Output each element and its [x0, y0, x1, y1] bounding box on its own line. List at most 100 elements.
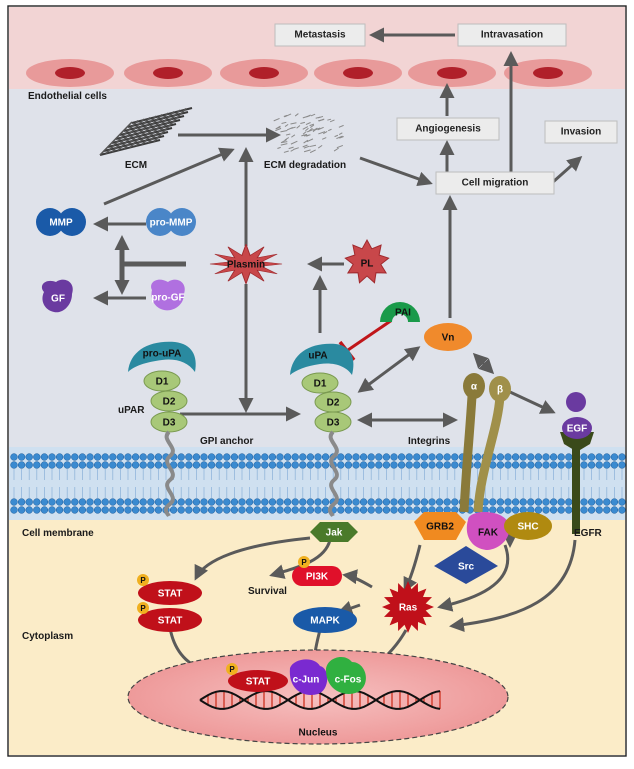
- d1-left-text: D1: [156, 377, 169, 388]
- pi3k-node: PI3K P: [292, 556, 342, 586]
- pl-text: PL: [361, 259, 374, 270]
- arrow-ras-pi3k: [342, 569, 373, 589]
- arrow-migration-invasion: [552, 156, 583, 184]
- pi3k-p-text: P: [301, 558, 307, 567]
- cjun-node: c-Jun: [289, 659, 328, 695]
- box-cell-migration: Cell migration: [435, 171, 555, 195]
- cfos-text: c-Fos: [335, 675, 362, 686]
- stat-nuclear-p-text: P: [229, 665, 235, 674]
- endothelial-cell: [124, 59, 212, 87]
- pro-mmp-text: pro-MMP: [150, 218, 193, 229]
- cfos-node: c-Fos: [326, 656, 366, 694]
- gf-node: GF: [41, 279, 73, 313]
- angiogenesis-text: Angiogenesis: [415, 124, 481, 135]
- plasmin-fork: [114, 235, 186, 295]
- src-node: Src: [434, 546, 498, 584]
- stat-node-1: STAT P: [137, 574, 202, 605]
- d1-right-text: D1: [314, 379, 327, 390]
- pro-upa-text: pro-uPA: [143, 349, 182, 360]
- ecm-mesh: [99, 107, 193, 156]
- stat-1-p-text: P: [140, 576, 146, 585]
- egfr-label: EGFR: [574, 528, 603, 539]
- gpi-anchor-label: GPI anchor: [200, 436, 253, 447]
- src-text: Src: [458, 562, 475, 573]
- cytoplasm-label: Cytoplasm: [22, 631, 73, 642]
- plasmin-node: Plasmin: [209, 244, 283, 284]
- vn-node: Vn: [424, 323, 472, 351]
- upar-label: uPAR: [118, 405, 145, 416]
- ecm-label: ECM: [125, 160, 147, 171]
- intravasation-text: Intravasation: [481, 30, 543, 41]
- pai-text: PAI: [395, 308, 411, 319]
- box-metastasis: Metastasis: [274, 23, 366, 47]
- stat-node-2: STAT P: [137, 602, 202, 632]
- invasion-text: Invasion: [561, 127, 602, 138]
- integrins-label: Integrins: [408, 436, 451, 447]
- arrow-shc-ras: [437, 544, 509, 612]
- mapk-text: MAPK: [310, 616, 340, 627]
- jak-node: Jak: [310, 522, 358, 542]
- metastasis-text: Metastasis: [294, 30, 346, 41]
- d3-left-text: D3: [163, 418, 176, 429]
- nucleus-label: Nucleus: [299, 728, 338, 739]
- pro-mmp-node: pro-MMP: [146, 208, 196, 236]
- endothelial-cell: [26, 59, 114, 87]
- survival-label: Survival: [248, 586, 287, 597]
- pi3k-text: PI3K: [306, 572, 329, 583]
- upar-right: uPA D1 D2 D3: [290, 343, 354, 518]
- ecm-degraded-mesh: [273, 113, 344, 154]
- box-invasion: Invasion: [544, 120, 618, 144]
- stat-nuclear-text: STAT: [246, 677, 271, 688]
- box-intravasation: Intravasation: [457, 23, 567, 47]
- d3-right-text: D3: [327, 418, 340, 429]
- vn-text: Vn: [442, 333, 455, 344]
- pai-node: PAI: [380, 302, 420, 322]
- stat-nuclear-node: STAT P: [226, 663, 288, 692]
- d2-left-text: D2: [163, 397, 176, 408]
- cjun-text: c-Jun: [293, 675, 320, 686]
- alpha-text: α: [471, 382, 478, 393]
- ras-text: Ras: [399, 603, 418, 614]
- nucleus: STAT P c-Jun c-Fos Nucleus: [127, 649, 509, 745]
- endothelial-cell: [220, 59, 308, 87]
- membrane-label: Cell membrane: [22, 528, 94, 539]
- arrow-integrin-egf: [509, 390, 556, 414]
- endothelial-cell: [504, 59, 592, 87]
- shc-text: SHC: [517, 522, 538, 533]
- pro-gf-text: pro-GF: [151, 293, 184, 304]
- arrow-vn-integrin: [472, 352, 495, 375]
- mapk-node: MAPK: [293, 607, 357, 633]
- ras-node: Ras: [382, 581, 434, 633]
- box-angiogenesis: Angiogenesis: [396, 117, 500, 141]
- integrin: α β: [459, 373, 511, 513]
- jak-text: Jak: [326, 528, 343, 539]
- cell-migration-text: Cell migration: [462, 178, 529, 189]
- mmp-node: MMP: [36, 208, 86, 236]
- arrow-egfr-ras: [449, 539, 577, 633]
- arrow-degradation-migration: [359, 156, 433, 187]
- egfr: EGF: [560, 392, 594, 534]
- endothelial-cell: [408, 59, 496, 87]
- endothelial-cells: [26, 59, 592, 87]
- pro-gf-node: pro-GF: [151, 279, 185, 311]
- gf-text: GF: [51, 294, 65, 305]
- arrow-jak-stat: [194, 536, 311, 581]
- cell-membrane: [9, 447, 626, 520]
- grb2-text: GRB2: [426, 522, 454, 533]
- arrow-mmp-degradation: [103, 147, 235, 206]
- shc-node: SHC: [504, 512, 552, 540]
- endothelial-label: Endothelial cells: [28, 91, 107, 102]
- beta-text: β: [497, 385, 503, 396]
- stat-2-text: STAT: [158, 616, 183, 627]
- egf-text: EGF: [567, 424, 588, 435]
- endothelial-cell: [314, 59, 402, 87]
- plasmin-text: Plasmin: [227, 260, 265, 271]
- fak-text: FAK: [478, 528, 499, 539]
- ecm-degradation-label: ECM degradation: [264, 160, 346, 171]
- fak-node: FAK: [466, 512, 510, 550]
- upa-text: uPA: [308, 351, 327, 362]
- arrow-upar-vn: [357, 346, 421, 393]
- grb2-node: GRB2: [414, 512, 466, 540]
